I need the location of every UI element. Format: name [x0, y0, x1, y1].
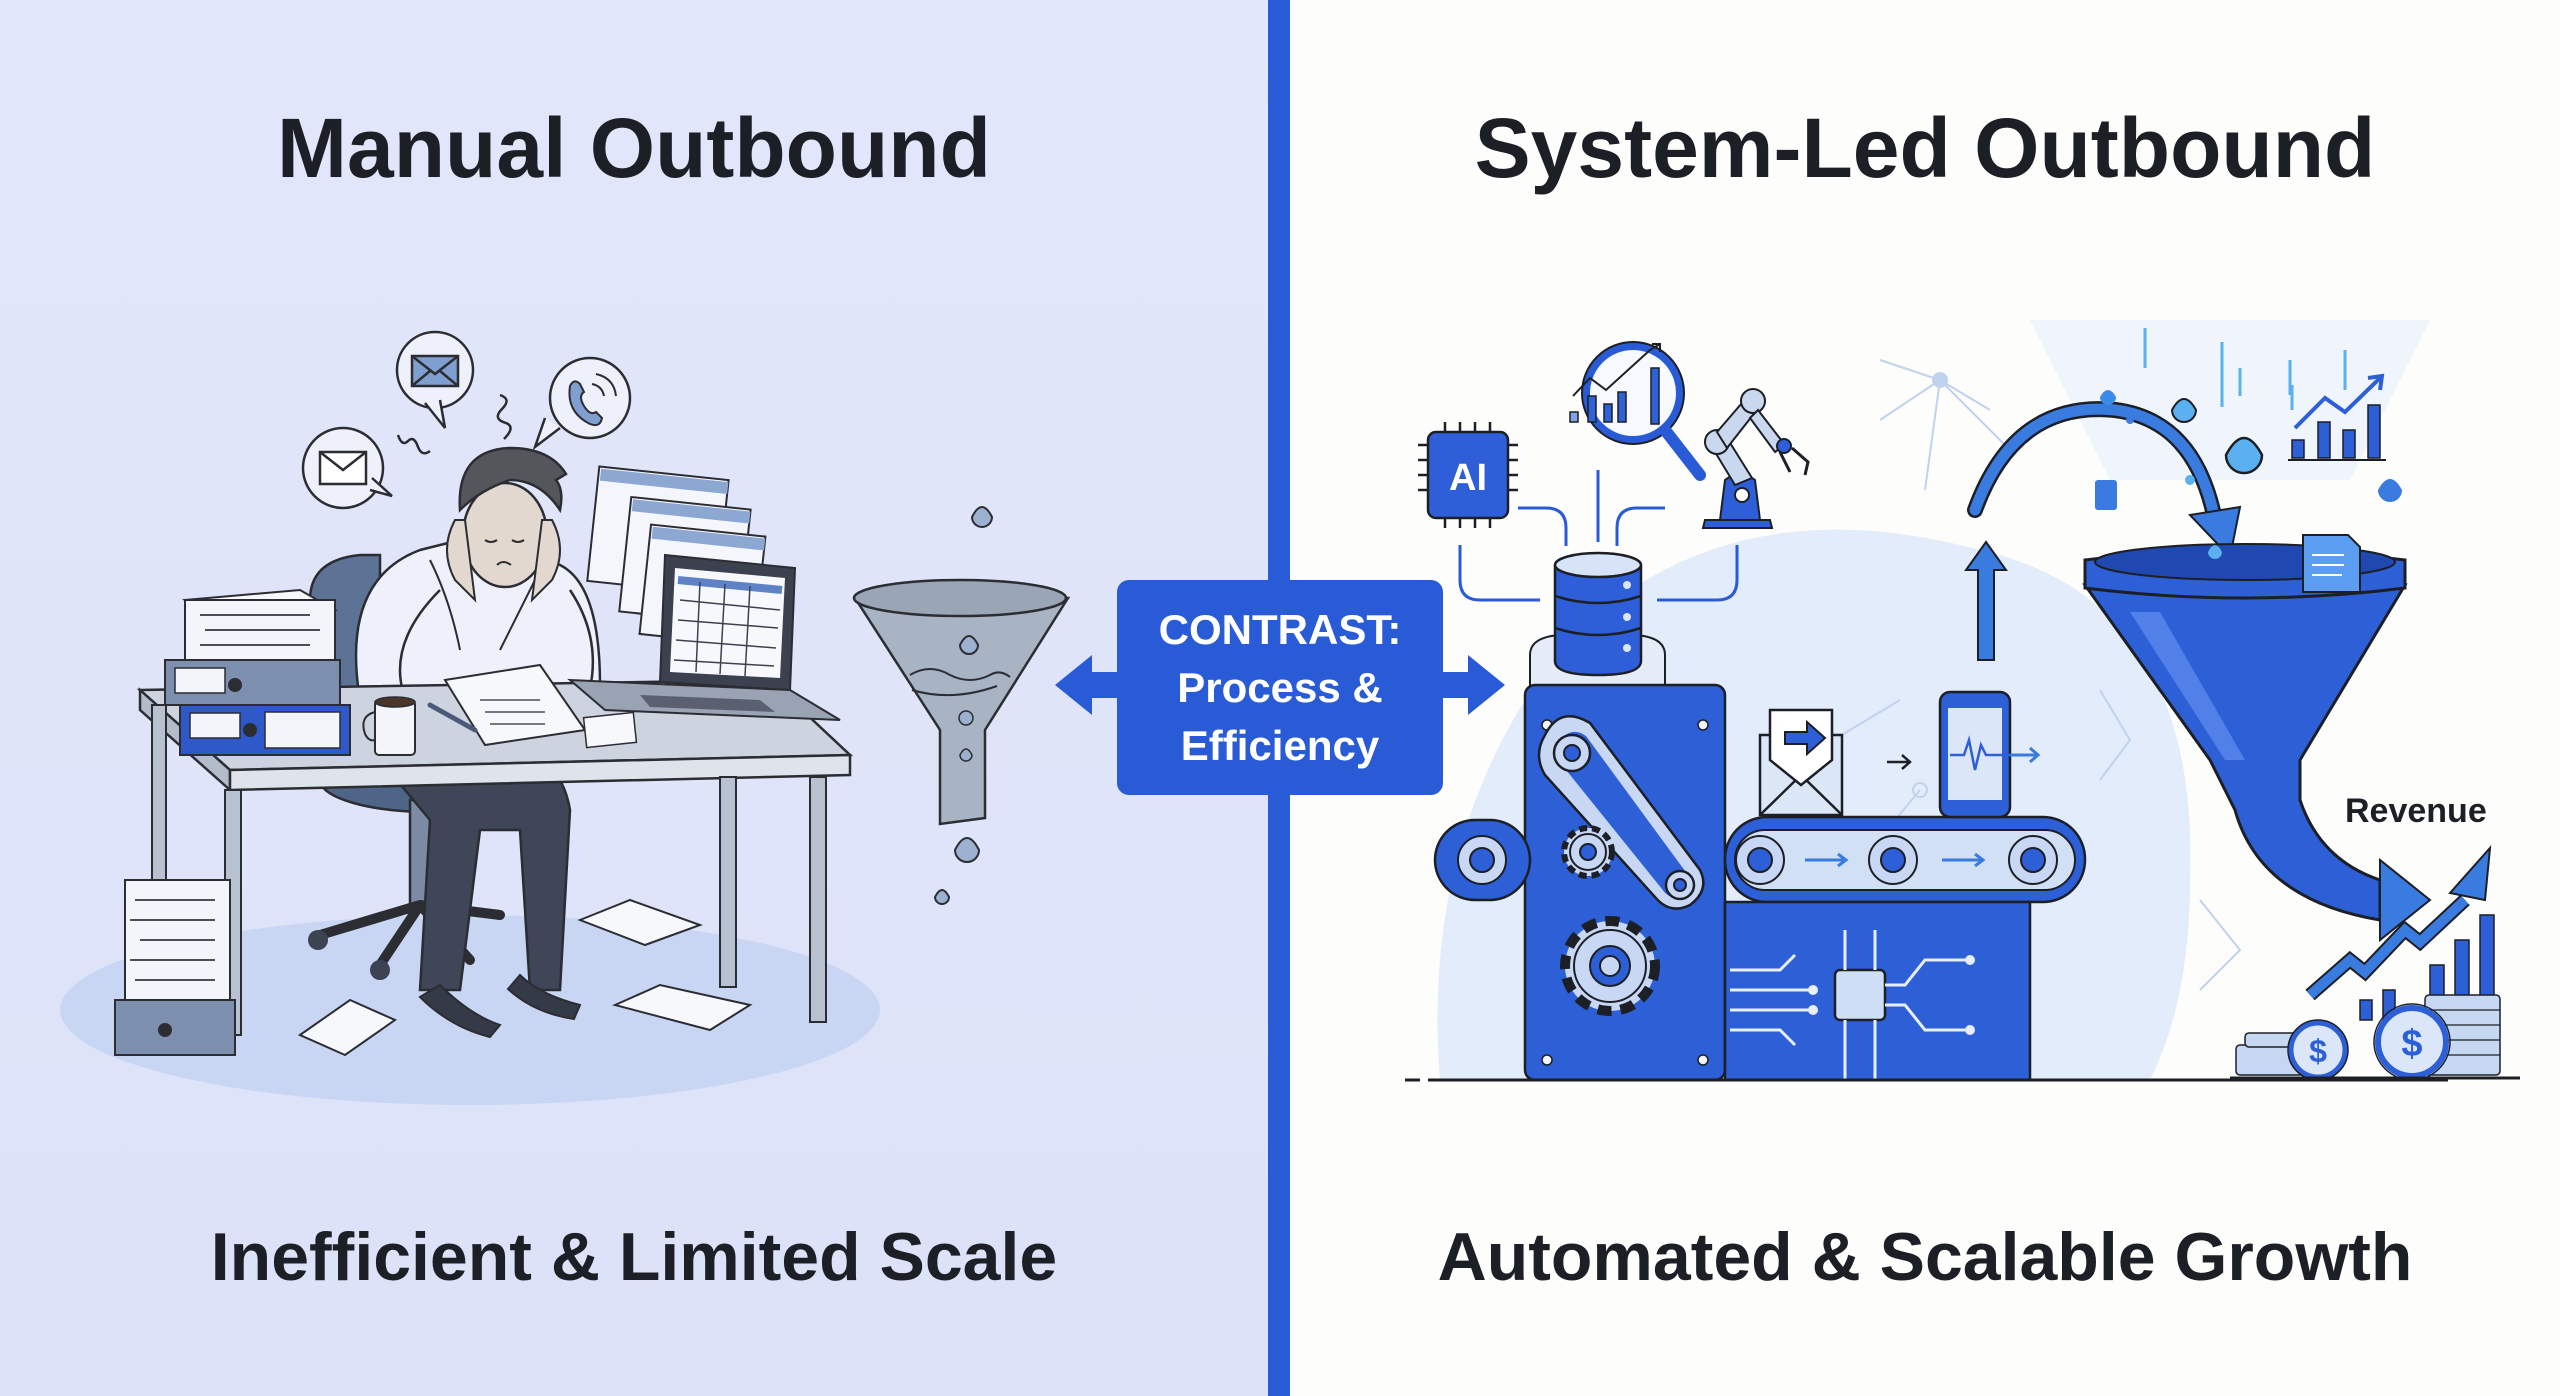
gear-icon	[1560, 916, 1660, 1016]
manual-outbound-subtitle: Inefficient & Limited Scale	[210, 1219, 1058, 1295]
ai-chip-icon: AI	[1418, 422, 1518, 528]
system-led-outbound-subtitle: Automated & Scalable Growth	[1437, 1219, 2413, 1295]
laptop-icon	[567, 553, 841, 721]
robot-arm-icon	[1701, 388, 1810, 529]
database-icon	[1529, 551, 1666, 696]
email-bubble-icon	[395, 330, 475, 429]
conveyor-belt	[1433, 815, 2087, 904]
connector-lines	[1458, 470, 1739, 602]
svg-text:$: $	[2309, 1033, 2327, 1069]
email-bubble-icon	[301, 426, 393, 510]
binder-icon	[164, 659, 351, 756]
paper-stack-icon	[181, 588, 339, 666]
circuit-board-icon	[1723, 900, 2032, 1082]
dollar-coin-icon: $	[2373, 1003, 2451, 1081]
contrast-label-line-3: Efficiency	[1180, 721, 1380, 769]
ground-line	[1405, 1076, 2520, 1082]
document-on-desk	[427, 663, 638, 749]
automation-machine	[1523, 683, 1727, 1082]
contrast-label-line-1: CONTRAST:	[1158, 605, 1402, 653]
paper-stack-icon	[114, 879, 236, 1056]
arrow-right-icon	[1440, 655, 1505, 715]
ai-chip-label: AI	[1449, 457, 1487, 499]
contrast-label: CONTRAST: Process & Efficiency	[1117, 580, 1443, 795]
revenue-label: Revenue	[2345, 792, 2487, 830]
manual-outbound-title: Manual Outbound	[277, 101, 991, 195]
arrow-left-icon	[1055, 655, 1120, 715]
contrast-label-line-2: Process &	[1177, 663, 1383, 711]
scattered-papers	[297, 898, 753, 1057]
leaky-funnel-icon	[852, 506, 1071, 905]
svg-text:$: $	[2401, 1023, 2422, 1065]
phone-pulse-icon	[1938, 690, 2041, 819]
system-led-outbound-title: System-Led Outbound	[1474, 101, 2376, 195]
analytics-magnifier-icon	[1569, 341, 1706, 481]
growth-chart-icon	[2288, 373, 2386, 461]
phone-bubble-icon	[532, 356, 632, 451]
water-drops	[2095, 328, 2402, 559]
gear-icon	[1561, 825, 1615, 879]
email-send-icon	[1758, 708, 1912, 817]
coffee-mug-icon	[362, 696, 416, 756]
up-arrow-icon	[1964, 540, 2008, 661]
stress-squiggles	[396, 393, 512, 455]
dollar-coin-icon: $	[2287, 1019, 2349, 1081]
blue-funnel-icon	[2082, 534, 2432, 943]
